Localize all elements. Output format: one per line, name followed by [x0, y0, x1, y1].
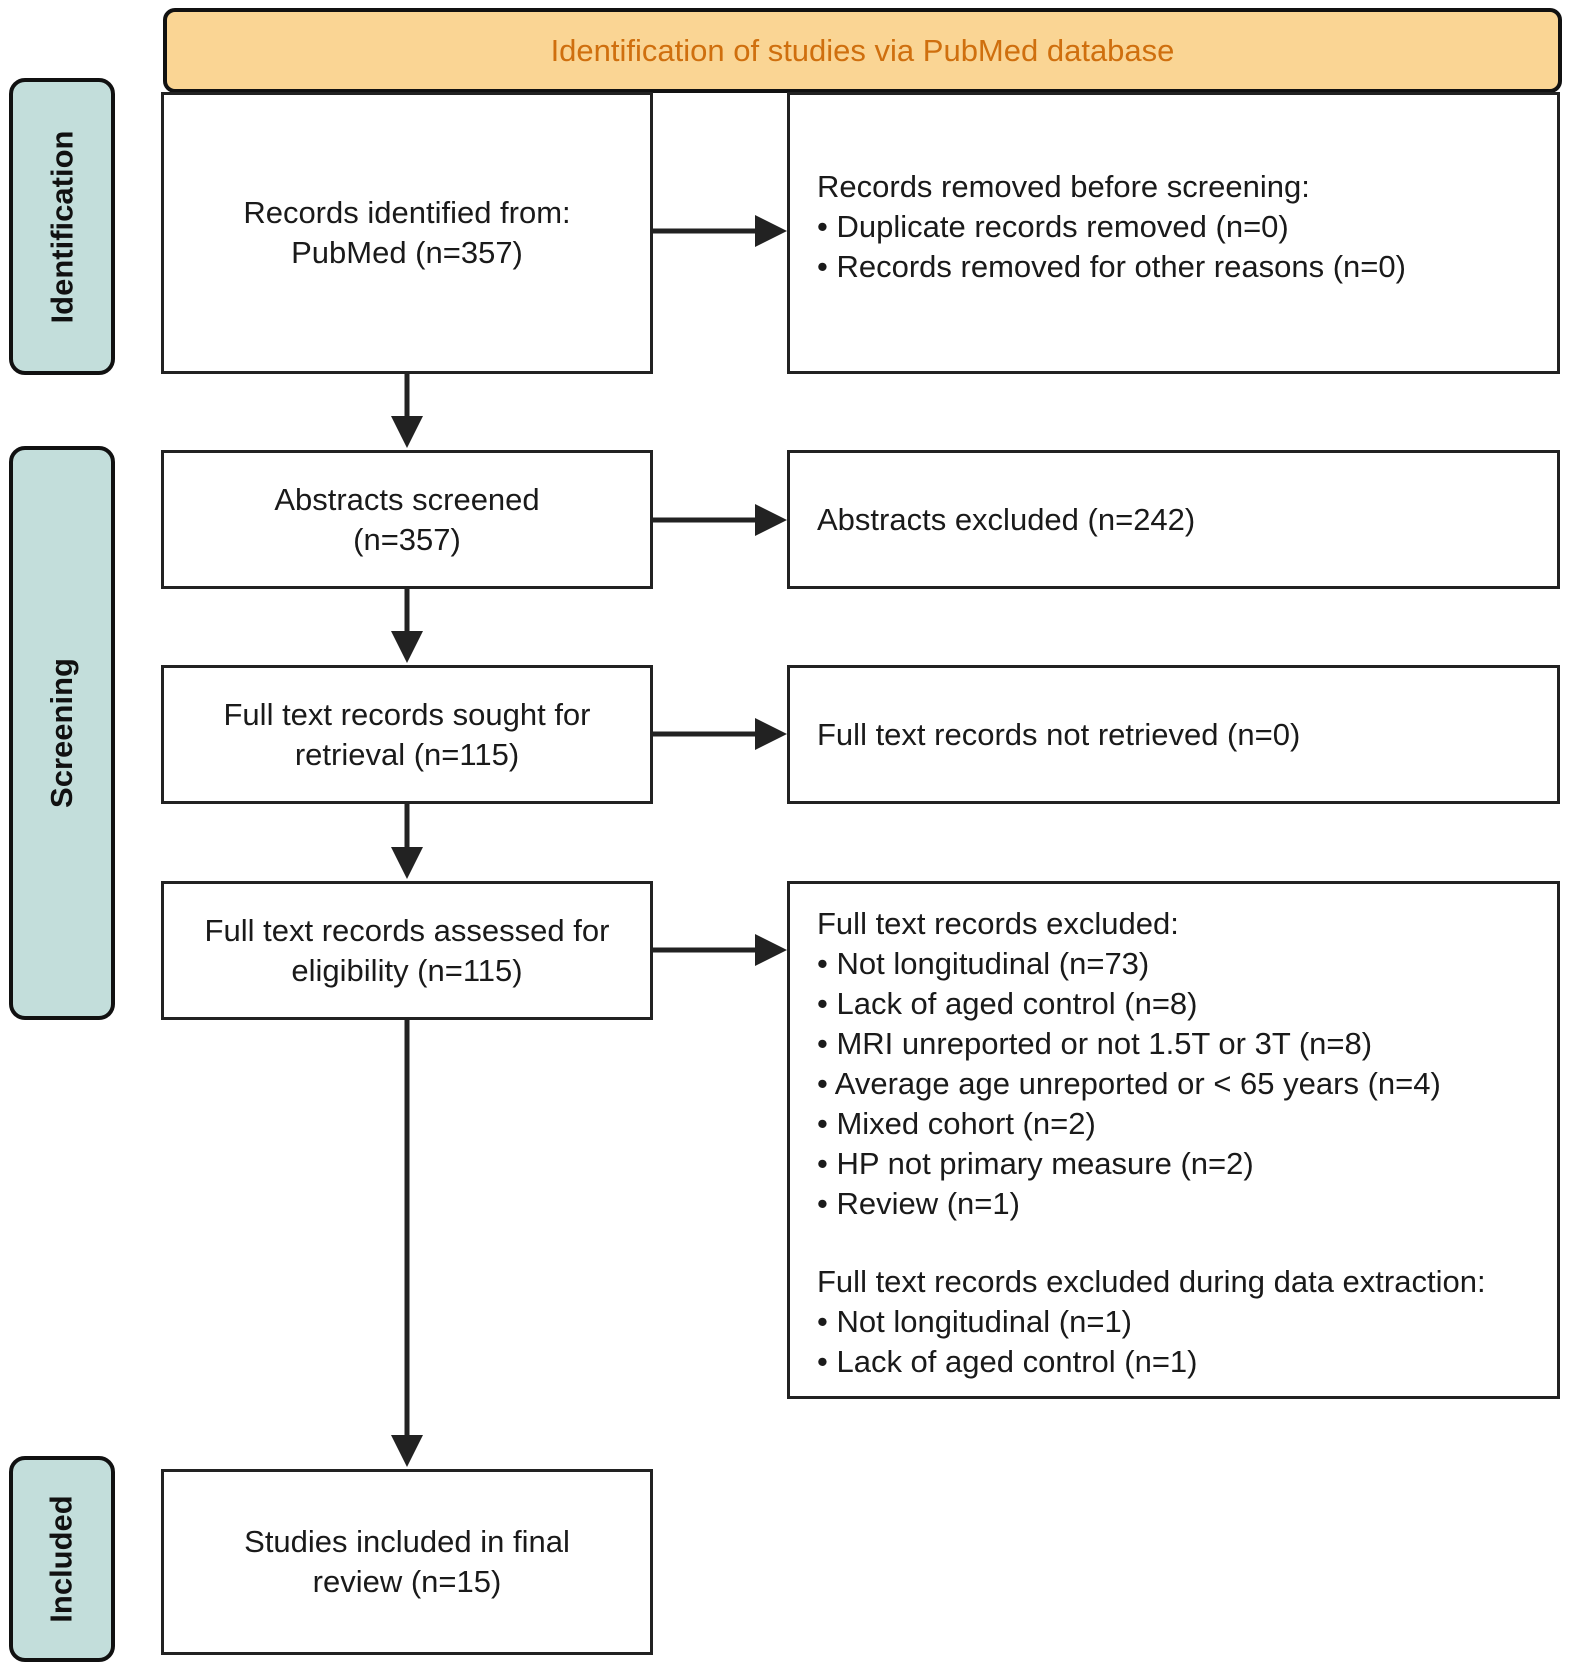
abstracts-excluded-text: Abstracts excluded (n=242) — [817, 501, 1196, 537]
assessed-eligibility-line2: eligibility (n=115) — [291, 952, 523, 988]
arrowhead-down — [391, 847, 423, 879]
arrowhead-right — [755, 934, 787, 966]
arrowhead-right — [755, 215, 787, 247]
records-identified-box: Records identified from: PubMed (n=357) — [161, 92, 653, 374]
abstracts-screened-line1: Abstracts screened — [274, 481, 540, 517]
excluded-item: • Not longitudinal (n=73) — [817, 946, 1150, 981]
studies-included-line1: Studies included in final — [244, 1524, 570, 1559]
excluded-item: • HP not primary measure (n=2) — [817, 1146, 1254, 1181]
not-retrieved-box: Full text records not retrieved (n=0) — [787, 665, 1560, 804]
excluded-item: • Average age unreported or < 65 years (… — [817, 1066, 1441, 1101]
excluded-item: • Review (n=1) — [817, 1186, 1020, 1221]
excluded-box: Full text records excluded: • Not longit… — [787, 881, 1560, 1399]
studies-included-line2: review (n=15) — [312, 1564, 502, 1599]
studies-included-box: Studies included in final review (n=15) — [161, 1469, 653, 1655]
arrowhead-down — [391, 1435, 423, 1467]
abstracts-screened-line2: (n=357) — [353, 521, 461, 557]
records-removed-item: • Records removed for other reasons (n=0… — [817, 249, 1406, 284]
arrowhead-down — [391, 416, 423, 448]
excluded-extraction-item: • Lack of aged control (n=1) — [817, 1344, 1198, 1379]
sought-retrieval-box: Full text records sought for retrieval (… — [161, 665, 653, 804]
records-identified-line1: Records identified from: — [243, 195, 571, 230]
excluded-item: • MRI unreported or not 1.5T or 3T (n=8) — [817, 1026, 1373, 1061]
excluded-item: • Lack of aged control (n=8) — [817, 986, 1198, 1021]
sought-retrieval-line2: retrieval (n=115) — [294, 736, 520, 772]
arrowhead-right — [755, 718, 787, 750]
abstracts-excluded-box: Abstracts excluded (n=242) — [787, 450, 1560, 589]
arrowhead-down — [391, 631, 423, 663]
records-removed-item: • Duplicate records removed (n=0) — [817, 209, 1289, 244]
records-removed-title: Records removed before screening: — [817, 169, 1310, 204]
records-identified-line2: PubMed (n=357) — [291, 235, 523, 270]
phase-identification: Identification — [9, 78, 115, 375]
sought-retrieval-line1: Full text records sought for — [223, 696, 591, 732]
excluded-item: • Mixed cohort (n=2) — [817, 1106, 1096, 1141]
excluded-title: Full text records excluded: — [817, 906, 1179, 941]
phase-screening: Screening — [9, 446, 115, 1020]
not-retrieved-text: Full text records not retrieved (n=0) — [817, 716, 1301, 752]
arrowhead-right — [755, 504, 787, 536]
phase-included: Included — [9, 1456, 115, 1662]
assessed-eligibility-box: Full text records assessed for eligibili… — [161, 881, 653, 1020]
excluded-extraction-item: • Not longitudinal (n=1) — [817, 1304, 1133, 1339]
assessed-eligibility-line1: Full text records assessed for — [204, 912, 610, 948]
excluded-extraction-title: Full text records excluded during data e… — [817, 1264, 1486, 1299]
records-removed-box: Records removed before screening: • Dupl… — [787, 92, 1560, 374]
abstracts-screened-box: Abstracts screened (n=357) — [161, 450, 653, 589]
header-banner: Identification of studies via PubMed dat… — [163, 8, 1562, 93]
header-title: Identification of studies via PubMed dat… — [550, 32, 1175, 68]
